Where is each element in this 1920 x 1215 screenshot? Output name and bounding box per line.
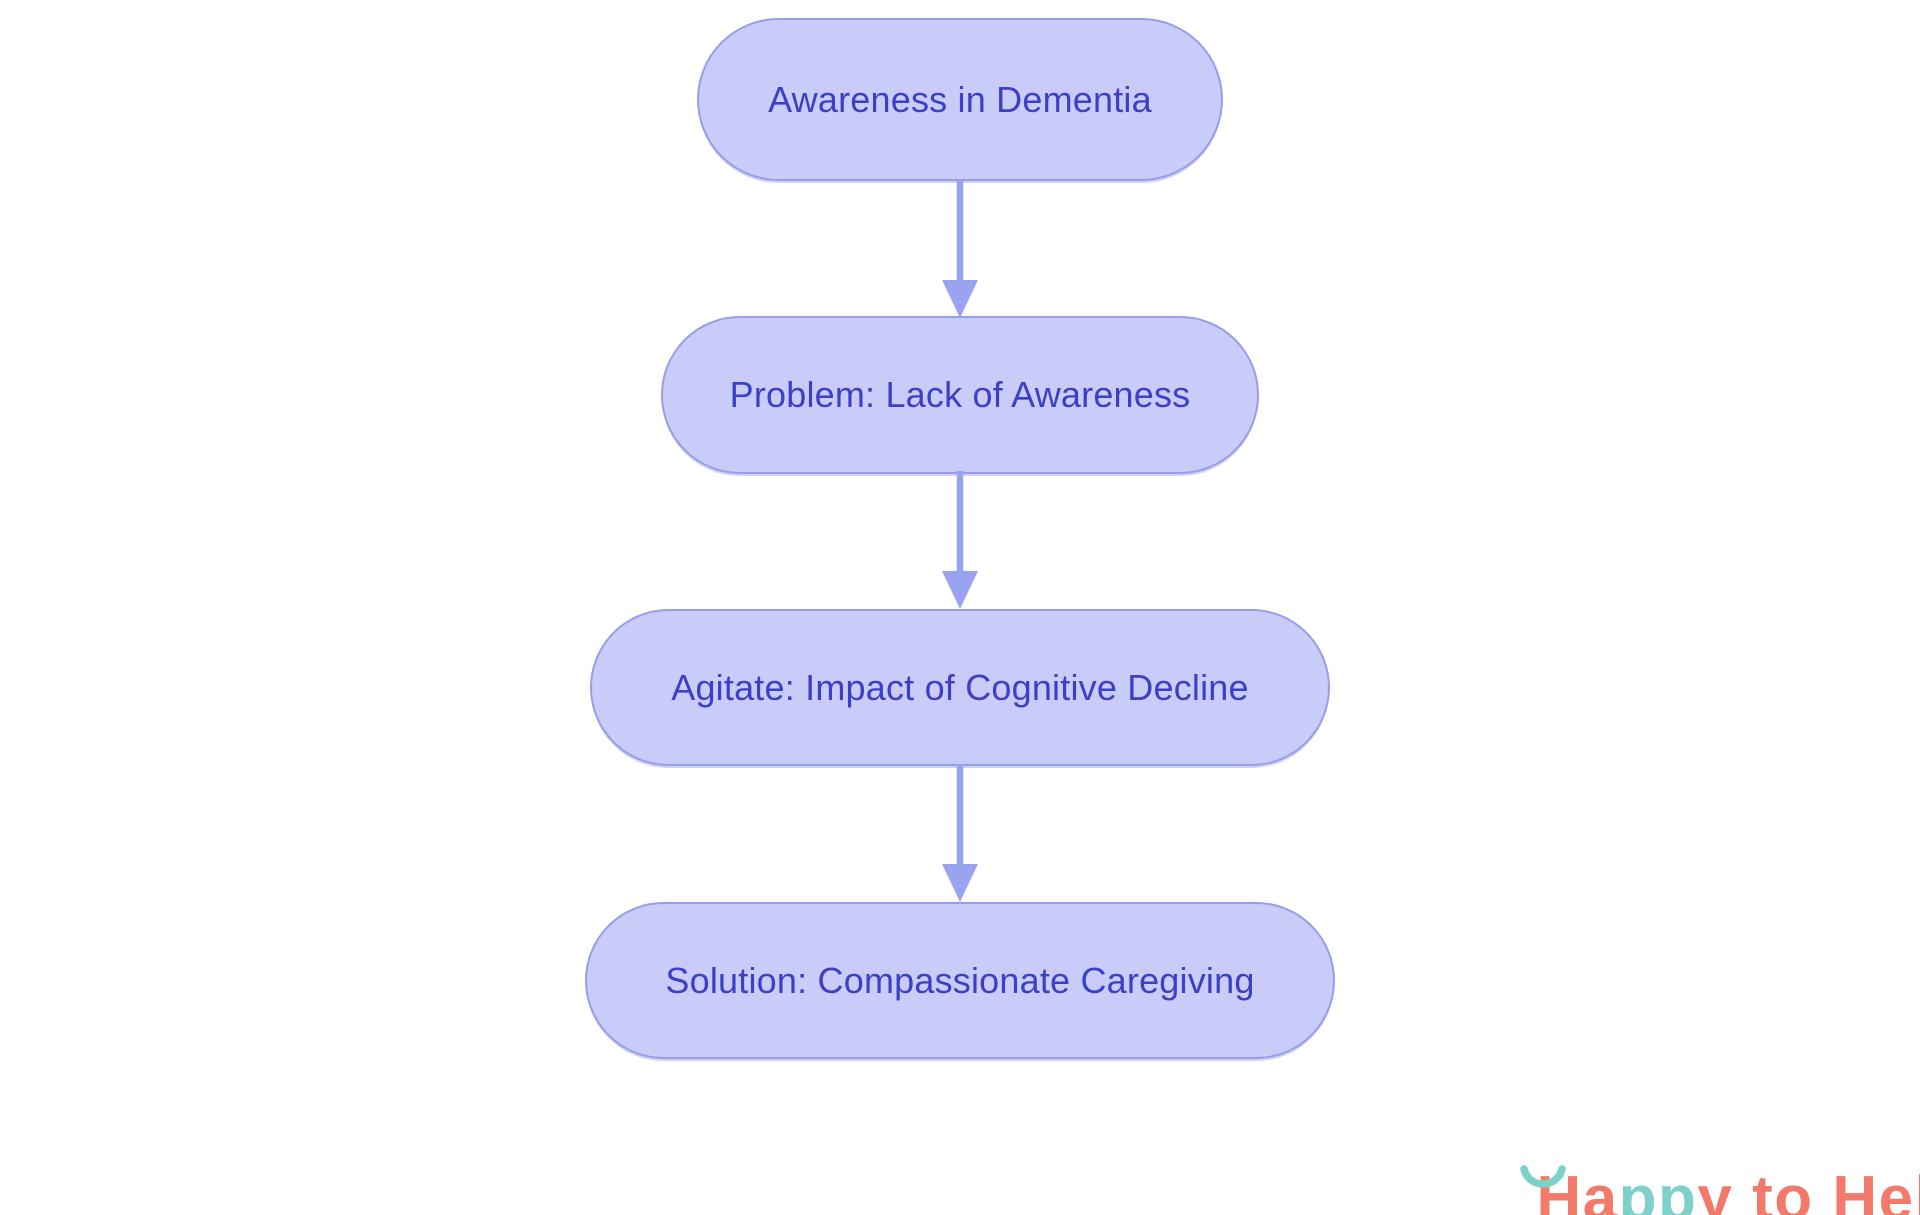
arrow-down-icon [942,180,978,318]
flow-node-label: Awareness in Dementia [768,78,1152,120]
flow-node-solution: Solution: Compassionate Caregiving [585,902,1335,1059]
arrow-head [942,864,978,902]
arrow-head [942,571,978,609]
flow-node-problem: Problem: Lack of Awareness [661,316,1259,474]
flow-node-label: Problem: Lack of Awareness [729,374,1191,415]
flow-node-agitate: Agitate: Impact of Cognitive Decline [590,609,1330,766]
arrow-stem [956,471,964,573]
arrow-down-icon [942,764,978,902]
logo-text-ha: Ha [1536,1164,1619,1215]
flow-node-label: Solution: Compassionate Caregiving [665,959,1255,1001]
smile-icon [1520,1165,1566,1188]
logo-wordmark: Happy to Help [1424,1106,1920,1215]
flow-node-awareness: Awareness in Dementia [697,18,1223,181]
happy-to-help-logo: Happy to Help caregiving [1424,1106,1920,1215]
arrow-stem [956,180,964,282]
arrow-down-icon [942,471,978,609]
arrow-head [942,280,978,318]
logo-text-pp: pp [1618,1164,1698,1215]
logo-text-y-to-help: y to Help [1697,1164,1920,1215]
flow-node-label: Agitate: Impact of Cognitive Decline [671,666,1249,708]
arrow-stem [956,764,964,866]
